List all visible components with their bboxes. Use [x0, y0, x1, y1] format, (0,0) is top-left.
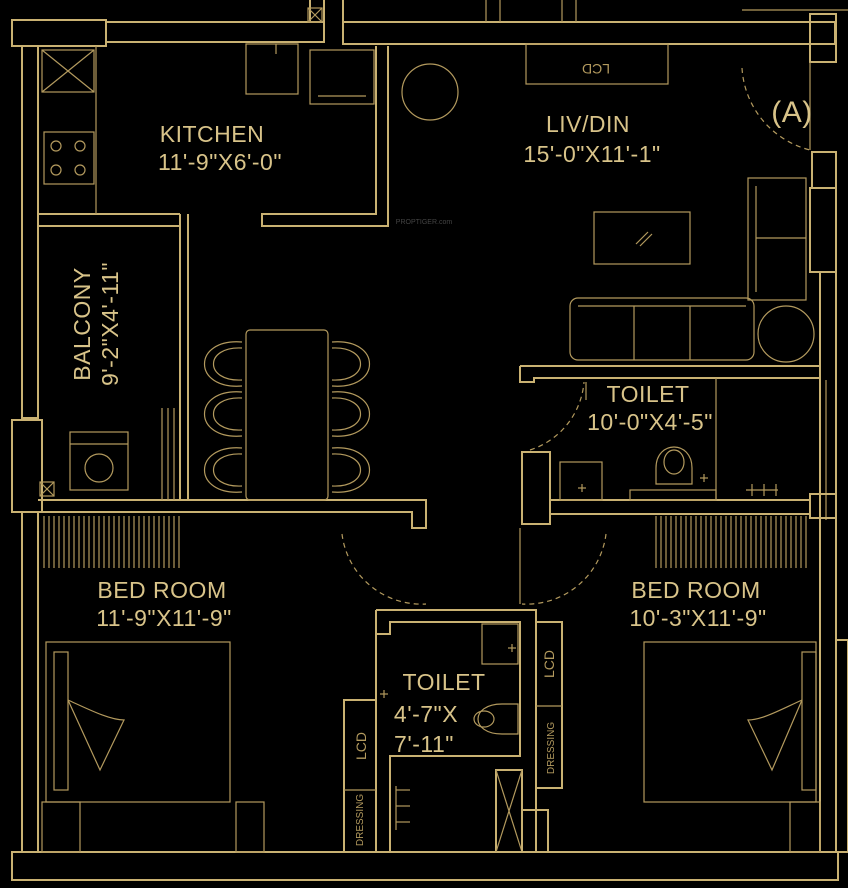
lcd-label-bed1: LCD — [353, 732, 369, 760]
chair-seat — [331, 397, 361, 431]
toilet2-size-2: 7'-11" — [394, 731, 454, 757]
shower-tray-icon — [559, 461, 603, 501]
kitchen-size: 11'-9"X6'-0" — [158, 149, 282, 175]
toilet2-name: TOILET — [402, 669, 485, 695]
livdin-size: 15'-0"X11'-1" — [523, 141, 660, 167]
chair-icon — [331, 447, 370, 493]
toilet1-name: TOILET — [606, 381, 689, 407]
chair-icon — [204, 341, 243, 387]
chair-icon — [204, 391, 243, 437]
dining-chairs — [204, 341, 370, 493]
chair-icon — [331, 341, 370, 387]
chair-icon — [331, 391, 370, 437]
round-table-icon — [401, 63, 459, 121]
entrance-marker: (A) — [771, 96, 813, 129]
fridge-icon — [309, 49, 375, 105]
tv-unit-top — [525, 43, 669, 85]
window-sill-bedroom1 — [43, 516, 180, 568]
chair-seat — [213, 347, 243, 381]
balcony-railings — [39, 7, 323, 500]
kitchen-fixtures — [41, 43, 375, 491]
lcd-label-living: LCD — [582, 61, 610, 77]
chair-icon — [204, 447, 243, 493]
sofa-icon — [569, 297, 755, 361]
balcony-name: BALCONY — [69, 267, 95, 380]
washing-machine-icon — [69, 431, 129, 491]
bed2-size: 10'-3"X11'-9" — [629, 605, 766, 631]
side-table-icon — [757, 305, 815, 363]
toilet2-fixtures — [380, 623, 519, 830]
bed1-size: 11'-9"X11'-9" — [96, 605, 232, 631]
room-labels: KITCHEN 11'-9"X6'-0" LIV/DIN 15'-0"X11'-… — [69, 111, 766, 757]
chair-seat — [331, 347, 361, 381]
shower-tray-2-icon — [481, 623, 519, 665]
toilet1-fixtures — [559, 446, 778, 501]
watermark: PROPTIGER.com — [396, 219, 453, 226]
livdin-name: LIV/DIN — [546, 111, 630, 137]
dining-table-icon — [245, 329, 329, 501]
dressing-label-bed2: DRESSING — [546, 722, 557, 774]
balcony-size: 9'-2"X4'-11" — [97, 262, 123, 386]
bed-bedroom1 — [41, 641, 265, 853]
chair-seat — [213, 397, 243, 431]
chair-seat — [213, 453, 243, 487]
chair-seat — [331, 453, 361, 487]
wc-icon — [655, 446, 693, 485]
coffee-table-icon — [593, 211, 691, 265]
kitchen-sink-icon — [245, 43, 299, 95]
side-sofa-icon — [747, 177, 807, 301]
bed-2-icon — [643, 641, 817, 803]
interior-walls — [38, 46, 821, 853]
window-sill-bedroom2 — [655, 516, 807, 568]
bed1-name: BED ROOM — [97, 577, 226, 603]
toilet2-size-1: 4'-7"X — [394, 701, 458, 727]
bed-icon — [45, 641, 231, 803]
living-fixtures — [204, 43, 815, 501]
doors — [341, 381, 607, 605]
toilet1-size: 10'-0"X4'-5" — [587, 409, 713, 435]
stove-icon — [43, 131, 95, 185]
wc-2-icon — [477, 703, 519, 735]
entrance-door-swing — [741, 67, 811, 151]
bed2-name: BED ROOM — [631, 577, 760, 603]
bed-bedroom2 — [643, 641, 821, 853]
dressing-label-bed1: DRESSING — [355, 794, 366, 846]
fixture-labels: LCD LCD LCD DRESSING DRESSING — [353, 61, 610, 846]
kitchen-name: KITCHEN — [160, 121, 264, 147]
lcd-label-bed2: LCD — [541, 650, 557, 678]
